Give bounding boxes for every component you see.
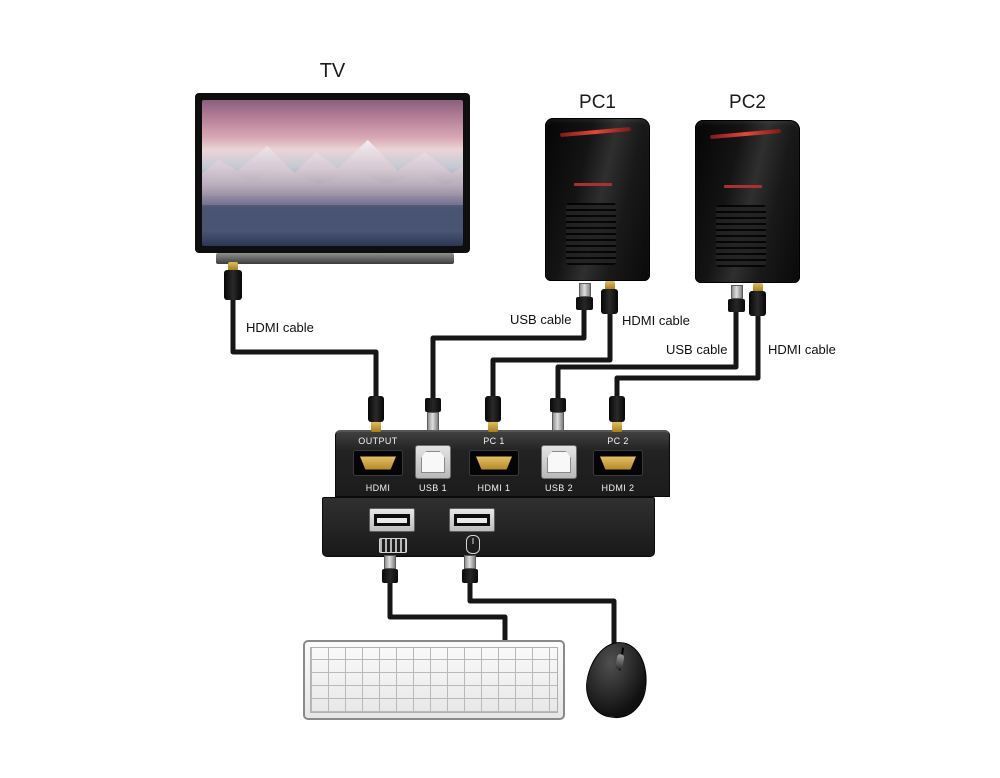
pc2-usb-cable-label: USB cable [666, 342, 728, 357]
front-usb-mouse-port [449, 508, 495, 532]
tv-label: TV [319, 60, 346, 82]
kvm-hdmi2-label: HDMI 2 [601, 483, 635, 493]
pc1-vents [566, 202, 617, 265]
pc2-badge [724, 185, 763, 189]
mouse-icon [466, 535, 480, 554]
tv-stand-bar [216, 253, 454, 264]
hdmi-output-port [353, 450, 403, 476]
pc1-hdmi-plug [601, 289, 618, 314]
tv-hdmi-plug [224, 270, 242, 300]
tv-screen [202, 100, 463, 246]
usb2-port [541, 445, 577, 479]
kvm-usb2-plug [550, 398, 566, 412]
kvm-hdmi-out-label: HDMI [365, 483, 391, 493]
pc2-hdmi-cable-label: HDMI cable [768, 342, 836, 357]
kvm-pc2-label: PC 2 [607, 436, 629, 446]
pc2-red-accent [709, 128, 782, 140]
kvm-output-hdmi-plug [368, 396, 384, 422]
pc2-vents [716, 204, 767, 267]
kvm-hdmi2-plug [609, 396, 625, 422]
cable-tv-hdmi-line [230, 295, 379, 400]
cable-mouse-line [467, 578, 617, 652]
pc2-hdmi-plug [749, 291, 766, 316]
pc1-tower [545, 118, 650, 281]
keyboard-usb-plug [382, 569, 398, 583]
keyboard [303, 640, 565, 720]
kvm-hdmi1-plug [485, 396, 501, 422]
kvm-usb1-plug [425, 398, 441, 412]
pc2-label: PC2 [729, 92, 766, 113]
frost-foreground [202, 208, 463, 246]
pc1-usb-cable-label: USB cable [510, 312, 572, 327]
kvm-rear-panel: OUTPUT PC 1 PC 2 HDMI USB 1 HDMI 1 USB 2… [335, 430, 670, 497]
pc2-usb-plug [728, 299, 745, 312]
pc1-label: PC1 [579, 92, 616, 113]
keyboard-icon [379, 538, 407, 553]
mouse-usb-plug [462, 569, 478, 583]
cable-keyboard-line [387, 578, 508, 652]
kvm-output-label: OUTPUT [358, 436, 398, 446]
pc1-badge [574, 183, 613, 187]
hdmi2-port [593, 450, 643, 476]
cable-pc1-usb-line [430, 305, 587, 402]
tv-hdmi-cable-label: HDMI cable [246, 320, 314, 335]
cable-pc2-usb-line [555, 307, 739, 402]
hdmi1-port [469, 450, 519, 476]
pc1-usb-plug [576, 297, 593, 310]
tv-monitor [195, 93, 470, 253]
kvm-front-panel [322, 497, 655, 557]
usb1-port [415, 445, 451, 479]
kvm-hdmi1-label: HDMI 1 [477, 483, 511, 493]
front-usb-keyboard-port [369, 508, 415, 532]
pc2-tower [695, 120, 800, 283]
cable-pc2-hdmi-line [614, 310, 761, 400]
cable-pc1-hdmi-line [490, 308, 613, 400]
pc1-hdmi-cable-label: HDMI cable [622, 313, 690, 328]
kvm-usb1-label: USB 1 [418, 483, 447, 493]
kvm-pc1-label: PC 1 [483, 436, 505, 446]
kvm-usb2-label: USB 2 [544, 483, 573, 493]
pc1-red-accent [559, 126, 632, 138]
